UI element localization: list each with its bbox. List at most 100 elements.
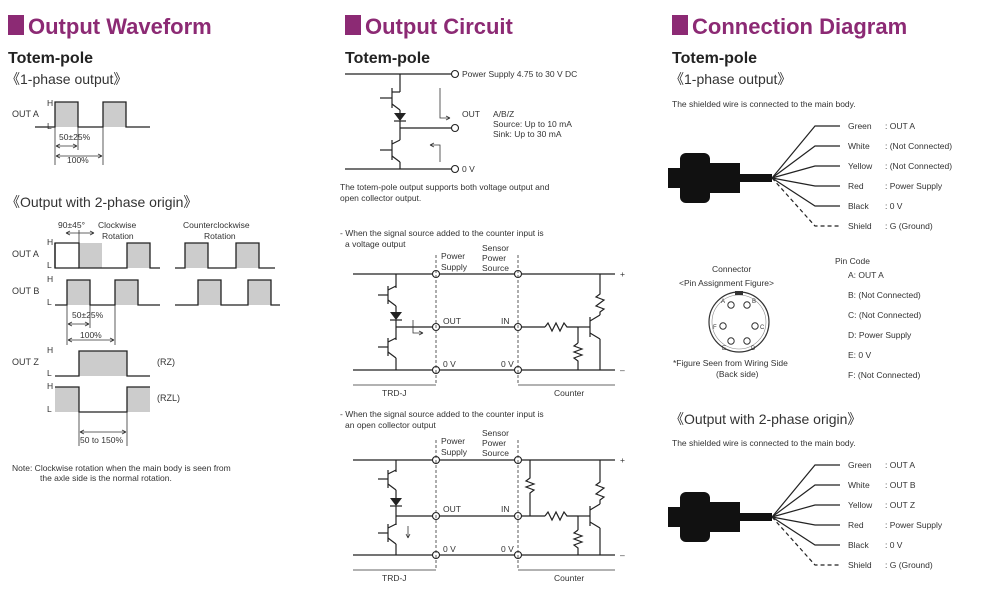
svg-text:Source: Source (482, 263, 509, 273)
svg-text:Source: Source (482, 448, 509, 458)
z-width-arrow (79, 429, 127, 435)
circuit-subtitle: Totem-pole (345, 50, 430, 67)
z-pulse (55, 387, 79, 412)
svg-text:0 V: 0 V (443, 359, 456, 369)
duty-arrow (55, 143, 78, 149)
h-label: H (47, 345, 53, 355)
svg-text:0 V: 0 V (501, 544, 514, 554)
case1-line-1: - When the signal source added to the co… (340, 228, 544, 238)
svg-text:: OUT Z: : OUT Z (885, 500, 915, 510)
svg-text:Power: Power (482, 253, 506, 263)
out-label: OUT (462, 109, 480, 119)
h-label: H (47, 98, 53, 108)
svg-text:: 0 V: : 0 V (885, 540, 903, 550)
period-arrow-b (67, 337, 115, 343)
svg-text:Power: Power (482, 438, 506, 448)
case2-line-1: - When the signal source added to the co… (340, 409, 544, 419)
one-phase-heading: 《1-phase output》 (6, 71, 127, 87)
svg-text:Sensor: Sensor (482, 243, 509, 253)
desc-line-1: The totem-pole output supports both volt… (340, 182, 550, 192)
svg-text:Supply: Supply (441, 262, 468, 272)
pin-figure-label: <Pin Assignment Figure> (679, 278, 774, 288)
pulse (103, 102, 126, 127)
encoder-drawing-2 (668, 464, 840, 566)
svg-text:E: E (722, 346, 726, 352)
svg-text:Pin Code: Pin Code (835, 256, 870, 266)
svg-text:F: (Not Connected): F: (Not Connected) (848, 370, 920, 380)
case2-line-2: an open collector output (345, 420, 436, 430)
svg-text:Black: Black (848, 540, 870, 550)
l-label: L (47, 404, 52, 414)
pulse (55, 102, 78, 127)
out-a-signal (35, 101, 150, 128)
voltage-output-circuit: Power Supply Sensor Power Source + OUT I… (353, 243, 625, 398)
svg-text:Counter: Counter (554, 573, 584, 583)
cw-label-1: Clockwise (98, 220, 137, 230)
h-label: H (47, 274, 53, 284)
duty-label: 50±25% (59, 132, 91, 142)
svg-text:Power: Power (441, 436, 465, 446)
svg-text:A: OUT A: A: OUT A (848, 270, 884, 280)
svg-text:Yellow: Yellow (848, 500, 873, 510)
rzl-label: (RZL) (157, 393, 180, 403)
rz-label: (RZ) (157, 357, 175, 367)
totem-pole-circuit: Power Supply 4.75 to 30 V DC OUT A/B/Z S… (345, 69, 577, 174)
circuit-section: Output Circuit Totem-pole Power Supply 4… (340, 14, 625, 583)
sink-label: Sink: Up to 30 mA (493, 129, 562, 139)
l-label: L (47, 297, 52, 307)
pulse (248, 280, 271, 305)
svg-text:+: + (620, 269, 625, 279)
out-a-label: OUT A (12, 109, 39, 119)
open-collector-circuit: Power Supply Sensor Power Source + OUT I… (353, 428, 625, 583)
svg-text:D: D (751, 346, 756, 352)
svg-text:: G (Ground): : G (Ground) (885, 221, 933, 231)
duty-arrow-b (67, 321, 90, 327)
svg-text:Shield: Shield (848, 560, 872, 570)
svg-text:: OUT A: : OUT A (885, 460, 915, 470)
connector-pin-figure: A B F C E D (708, 291, 770, 353)
svg-text:Power: Power (441, 251, 465, 261)
l-label: L (47, 368, 52, 378)
svg-text:Supply: Supply (441, 447, 468, 457)
period-arrow (55, 153, 103, 159)
l-label: L (47, 260, 52, 270)
z-width-label: 50 to 150% (80, 435, 123, 445)
connector-label: Connector (712, 264, 751, 274)
source-label: Source: Up to 10 mA (493, 119, 572, 129)
svg-text:C: (Not Connected): C: (Not Connected) (848, 310, 921, 320)
svg-text:Green: Green (848, 460, 872, 470)
case1-line-2: a voltage output (345, 239, 406, 249)
phase-angle-label: 90±45° (58, 220, 85, 230)
svg-text:Shield: Shield (848, 221, 872, 231)
svg-text:White: White (848, 480, 870, 490)
pulse (115, 280, 138, 305)
pulse (79, 243, 102, 268)
connection-title: Connection Diagram (692, 14, 907, 39)
svg-text:: G (Ground): : G (Ground) (885, 560, 933, 570)
cw-label-2: Rotation (102, 231, 134, 241)
pulse (236, 243, 259, 268)
svg-text:0 V: 0 V (501, 359, 514, 369)
svg-text:E: 0 V: E: 0 V (848, 350, 871, 360)
fig-note-1: *Figure Seen from Wiring Side (673, 358, 788, 368)
svg-text:TRD-J: TRD-J (382, 388, 407, 398)
out-z-label: OUT Z (12, 357, 39, 367)
pulse (127, 243, 150, 268)
conn-two-phase-heading: 《Output with 2-phase origin》 (670, 411, 861, 427)
z-pulse (127, 387, 150, 412)
section-marker (345, 15, 361, 35)
abz-label: A/B/Z (493, 109, 514, 119)
out-b-label: OUT B (12, 286, 39, 296)
waveform-title: Output Waveform (28, 14, 212, 39)
svg-text:: OUT A: : OUT A (885, 121, 915, 131)
out-z-rzl-signal (55, 386, 150, 413)
svg-text:A: A (721, 299, 725, 305)
ccw-label-2: Rotation (204, 231, 236, 241)
wire-list-1: Green : OUT A White : (Not Connected) Ye… (848, 121, 952, 231)
out-z-rz-signal (55, 350, 150, 377)
ccw-out-b-signal (175, 279, 280, 306)
svg-text:–: – (620, 365, 625, 375)
ccw-label-1: Counterclockwise (183, 220, 250, 230)
phase-arrow (65, 230, 95, 236)
shield-note: The shielded wire is connected to the ma… (672, 99, 856, 109)
